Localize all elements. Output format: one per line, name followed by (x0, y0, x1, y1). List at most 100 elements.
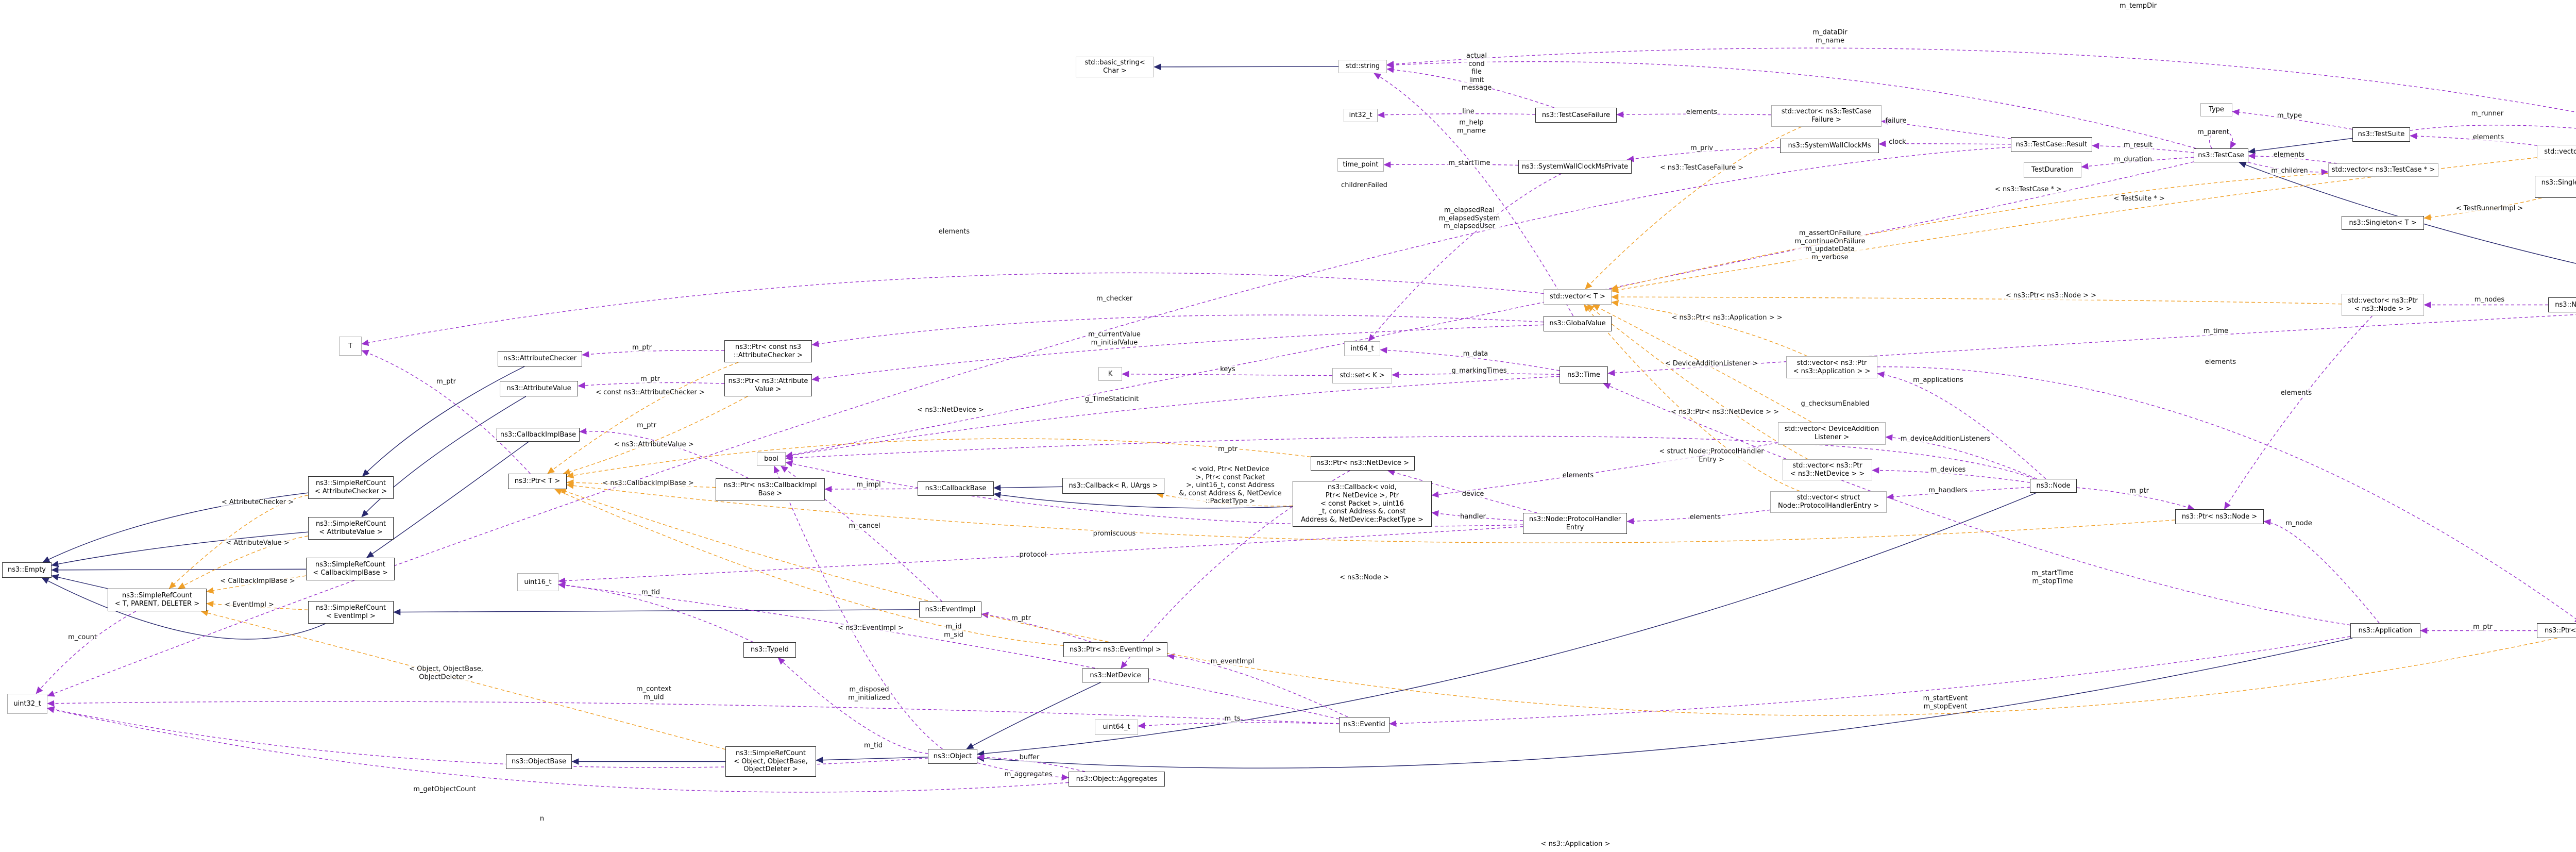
edge-vec-t-to-tbox (361, 272, 1544, 346)
class-node-vec-t[interactable]: std::vector< T > (1544, 289, 1612, 305)
class-node-singleton-t[interactable]: ns3::Singleton< T > (2342, 216, 2424, 230)
edge-swcmspriv-to-int64 (1368, 173, 1562, 342)
class-node-eventimpl[interactable]: ns3::EventImpl (919, 602, 981, 617)
edge-application-to-eventid (1389, 636, 2351, 727)
class-node-vec-ptr-netdev[interactable]: std::vector< ns3::Ptr < ns3::NetDevice >… (1783, 459, 1872, 480)
class-node-ptr-const-ac[interactable]: ns3::Ptr< const ns3 ::AttributeChecker > (724, 340, 812, 362)
edge-object-to-aggregates (977, 762, 1069, 781)
edge-node-to-vec-ptr-netdev (1872, 467, 2030, 483)
class-node-vec-ptr-app[interactable]: std::vector< ns3::Ptr < ns3::Application… (1786, 356, 1877, 378)
class-node-objectbase[interactable]: ns3::ObjectBase (506, 754, 572, 769)
edge-setk-to-kbox (1122, 371, 1333, 378)
class-node-ptr-node[interactable]: ns3::Ptr< ns3::Node > (2175, 509, 2264, 524)
class-node-time[interactable]: ns3::Time (1560, 366, 1608, 383)
class-node-application[interactable]: ns3::Application (2350, 623, 2420, 638)
class-node-testsuite[interactable]: ns3::TestSuite (2352, 127, 2410, 142)
class-node-int64[interactable]: int64_t (1344, 341, 1380, 356)
edge-ptr-const-ac-to-ptr-t (547, 362, 739, 474)
edge-object-to-bool (773, 465, 943, 749)
class-node-src-obj[interactable]: ns3::SimpleRefCount < Object, ObjectBase… (725, 746, 816, 777)
class-node-uint32[interactable]: uint32_t (7, 694, 47, 714)
class-node-tcresult[interactable]: ns3::TestCase::Result (2011, 137, 2092, 152)
class-node-cbbase[interactable]: ns3::CallbackBase (918, 481, 994, 496)
class-node-ptr-eventimpl[interactable]: ns3::Ptr< ns3::EventImpl > (1063, 642, 1167, 657)
class-node-src-ac[interactable]: ns3::SimpleRefCount < AttributeChecker > (308, 476, 394, 499)
class-node-attrvalue[interactable]: ns3::AttributeValue (500, 381, 578, 396)
class-node-object[interactable]: ns3::Object (928, 749, 977, 764)
class-node-kbox[interactable]: K (1098, 367, 1122, 381)
class-node-vec-ptr-node[interactable]: std::vector< ns3::Ptr < ns3::Node > > (2342, 294, 2424, 316)
class-node-uint16[interactable]: uint16_t (517, 573, 558, 591)
class-node-int32[interactable]: int32_t (1344, 109, 1378, 122)
edge-stdstring-to-basicstring (1154, 63, 1339, 71)
class-node-src-cib[interactable]: ns3::SimpleRefCount < CallbackImplBase > (306, 558, 395, 580)
class-node-netdevice[interactable]: ns3::NetDevice (1082, 669, 1149, 682)
class-node-nodecontainer[interactable]: ns3::NodeContainer (2548, 297, 2576, 312)
class-node-cib[interactable]: ns3::CallbackImplBase (497, 428, 580, 442)
class-node-vec-testsuite[interactable]: std::vector< TestSuite * > (2537, 145, 2576, 159)
class-node-singleton-tri[interactable]: ns3::Singleton< TestRunner Impl > (2535, 176, 2576, 198)
edge-vec-protohandler-to-vec-t (1583, 304, 1800, 492)
class-node-tbox[interactable]: T (339, 337, 362, 356)
edge-node-to-vec-protohandler (1886, 487, 2030, 500)
class-node-src-av[interactable]: ns3::SimpleRefCount < AttributeValue > (308, 517, 394, 540)
class-node-testduration[interactable]: TestDuration (2024, 162, 2081, 178)
class-node-src-ei[interactable]: ns3::SimpleRefCount < EventImpl > (308, 601, 394, 624)
class-node-vec-tcfailure[interactable]: std::vector< ns3::TestCase Failure > (1771, 105, 1882, 127)
edge-time-to-bool (785, 376, 1560, 459)
class-node-ptr-av[interactable]: ns3::Ptr< ns3::Attribute Value > (724, 374, 812, 396)
edge-node-to-ptr-node (2076, 487, 2195, 511)
class-node-ptr-cib[interactable]: ns3::Ptr< ns3::CallbackImpl Base > (716, 478, 825, 500)
edge-vec-devadd-to-vec-t (1592, 304, 1812, 423)
class-node-eventid[interactable]: ns3::EventId (1339, 717, 1389, 732)
class-node-setk[interactable]: std::set< K > (1332, 368, 1392, 383)
class-node-attrchecker[interactable]: ns3::AttributeChecker (498, 351, 582, 366)
edge-swcmspriv-to-timepoint (1383, 161, 1519, 168)
class-node-type[interactable]: Type (2200, 103, 2232, 116)
edge-vec-tcfailure-to-tcfailure (1616, 111, 1772, 118)
class-node-basicstring[interactable]: std::basic_string< Char > (1076, 57, 1154, 77)
edge-tcfailure-to-stdstring (1386, 66, 1555, 108)
edge-vec-ptr-node-to-ptr-node (2224, 315, 2373, 510)
edge-ptr-netdev-to-netdevice (1120, 470, 1350, 669)
class-node-ptr-t[interactable]: ns3::Ptr< T > (508, 474, 567, 489)
edge-phentry-to-uint16 (558, 526, 1523, 584)
class-node-ptr-netdev[interactable]: ns3::Ptr< ns3::NetDevice > (1311, 456, 1415, 471)
class-node-empty[interactable]: ns3::Empty (2, 562, 52, 578)
class-node-swcmspriv[interactable]: ns3::SystemWallClockMsPrivate (1518, 160, 1632, 174)
class-node-cb-big[interactable]: ns3::Callback< void, Ptr< NetDevice >, P… (1293, 481, 1432, 527)
edge-singleton-tri-to-singleton-t (2424, 197, 2542, 221)
class-node-globalvalue[interactable]: ns3::GlobalValue (1544, 316, 1612, 331)
class-node-phentry[interactable]: ns3::Node::ProtocolHandler Entry (1523, 513, 1627, 534)
edge-src-av-to-empty (51, 531, 309, 567)
class-node-node[interactable]: ns3::Node (2030, 479, 2077, 493)
class-node-swcms[interactable]: ns3::SystemWallClockMs (1780, 139, 1879, 153)
class-node-stdstring[interactable]: std::string (1338, 60, 1387, 73)
class-node-tcfailure[interactable]: ns3::TestCaseFailure (1535, 108, 1617, 123)
edge-vec-ptr-node-to-vec-t (1611, 293, 2342, 305)
edge-attrvalue-to-src-av (361, 396, 527, 517)
edge-cb-big-to-cbbase (993, 491, 1293, 509)
class-node-cb-r[interactable]: ns3::Callback< R, UArgs > (1062, 478, 1164, 494)
class-node-src-tpd[interactable]: ns3::SimpleRefCount < T, PARENT, DELETER… (108, 589, 207, 611)
class-node-vec-testcaseptr[interactable]: std::vector< ns3::TestCase * > (2328, 163, 2438, 177)
class-node-aggregates[interactable]: ns3::Object::Aggregates (1069, 772, 1165, 787)
class-node-vec-protohandler[interactable]: std::vector< struct Node::ProtocolHandle… (1770, 491, 1887, 513)
edge-node-to-vec-devadd (1885, 434, 2037, 479)
class-node-typeid[interactable]: ns3::TypeId (743, 642, 796, 658)
edge-testcase-to-tcresult (2092, 142, 2194, 153)
class-node-bool[interactable]: bool (757, 452, 786, 466)
edge-eventimpl-to-src-ei (393, 609, 920, 615)
edge-vec-testcaseptr-to-testcase (2248, 153, 2337, 164)
edge-netdevice-to-object (966, 682, 1101, 749)
class-node-vec-devadd[interactable]: std::vector< DeviceAddition Listener > (1778, 422, 1886, 445)
class-node-testcase[interactable]: ns3::TestCase (2194, 148, 2248, 162)
edge-testcase-to-stdstring (1386, 61, 2197, 149)
class-node-timepoint[interactable]: time_point (1337, 158, 1384, 172)
edge-eventid-to-ptr-eventimpl (1167, 653, 1348, 717)
class-node-uint64[interactable]: uint64_t (1095, 720, 1138, 735)
class-node-ptr-application[interactable]: ns3::Ptr< ns3::Application > (2537, 623, 2576, 638)
edge-phentry-to-cb-big (1431, 510, 1523, 521)
